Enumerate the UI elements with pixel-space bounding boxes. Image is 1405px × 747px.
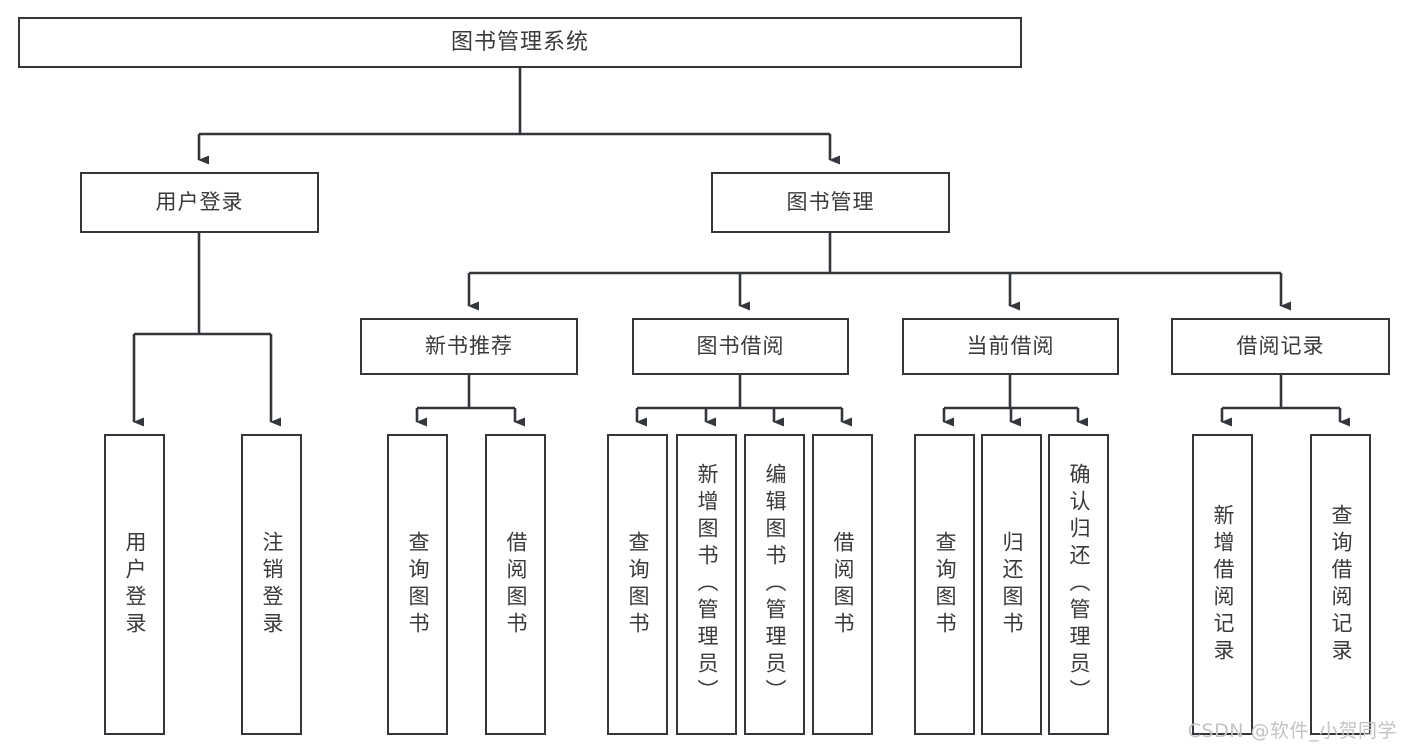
node-label: 新书推荐 [425,334,513,359]
node-label: 借阅图书 [831,530,855,639]
node-label: 借阅记录 [1236,334,1325,359]
leaf-edit-book-admin[interactable]: 编辑图书（管理员） [744,434,805,735]
node-label: 注销登录 [260,530,284,639]
node-borrow-record[interactable]: 借阅记录 [1171,318,1390,375]
node-label: 查询借阅记录 [1329,503,1353,666]
node-label: 借阅图书 [504,530,528,639]
leaf-query-book-borrow[interactable]: 查询图书 [607,434,668,735]
node-book-borrow[interactable]: 图书借阅 [632,318,849,375]
node-label: 编辑图书（管理员） [763,463,787,706]
node-current-borrow[interactable]: 当前借阅 [902,318,1119,375]
node-label: 图书管理 [786,190,875,215]
leaf-query-book-current[interactable]: 查询图书 [914,434,975,735]
leaf-borrow-book[interactable]: 借阅图书 [812,434,873,735]
node-label: 用户登录 [123,530,147,639]
node-new-book-recommend[interactable]: 新书推荐 [360,318,578,375]
leaf-add-book-admin[interactable]: 新增图书（管理员） [676,434,737,735]
node-user-login[interactable]: 用户登录 [80,172,319,233]
leaf-query-borrow-record[interactable]: 查询借阅记录 [1310,434,1371,735]
node-label: 查询图书 [626,530,650,639]
node-label: 当前借阅 [966,334,1055,359]
node-label: 查询图书 [406,530,430,639]
node-book-management[interactable]: 图书管理 [711,172,950,233]
leaf-query-book-recommend[interactable]: 查询图书 [387,434,448,735]
leaf-add-borrow-record[interactable]: 新增借阅记录 [1192,434,1253,735]
node-root-book-management-system[interactable]: 图书管理系统 [18,17,1022,68]
csdn-watermark: CSDN @软件_小贺同学 [1187,720,1397,742]
leaf-user-login[interactable]: 用户登录 [104,434,165,735]
node-label: 新增借阅记录 [1211,503,1235,666]
leaf-logout-login[interactable]: 注销登录 [241,434,302,735]
node-label: 归还图书 [1000,530,1024,639]
node-label: 确认归还（管理员） [1067,463,1091,706]
node-label: 新增图书（管理员） [695,463,719,706]
leaf-borrow-book-recommend[interactable]: 借阅图书 [485,434,546,735]
node-label: 查询图书 [933,530,957,639]
node-label: 图书借阅 [696,334,785,359]
node-label: 用户登录 [155,190,244,215]
leaf-return-book[interactable]: 归还图书 [981,434,1042,735]
node-label: 图书管理系统 [450,29,589,55]
leaf-confirm-return-admin[interactable]: 确认归还（管理员） [1048,434,1109,735]
